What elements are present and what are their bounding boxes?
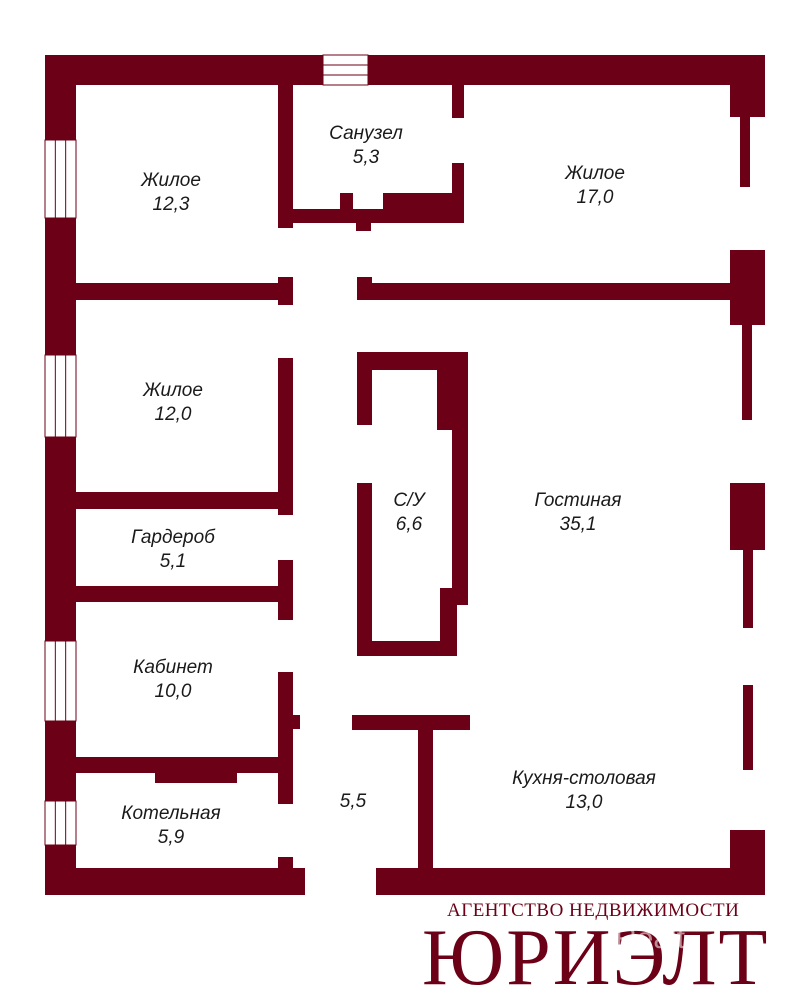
wall-segment [278,358,293,515]
window [44,640,77,722]
agency-logo-text: ЮРИЭЛТ [422,914,770,1002]
room-label-living-2: Жилое 17,0 [565,162,625,210]
wall-segment [452,400,468,605]
room-name: Жилое [141,170,201,191]
wall-segment [452,85,464,118]
wall-segment [45,55,323,85]
wall-segment [278,85,293,228]
room-name: Жилое [565,163,625,184]
windows [44,54,369,846]
room-label-study: Кабинет 10,0 [133,656,213,704]
room-name: Кухня-столовая [512,768,656,789]
room-name: Котельная [121,803,221,824]
wall-segment [742,325,752,420]
wall-segment [155,773,237,783]
room-name: Гостиная [534,490,622,511]
wall-segment [740,117,750,187]
wall-segment [76,492,293,509]
window [44,354,77,438]
wall-segment [730,250,765,325]
room-area: 5,5 [339,791,367,812]
room-label-hall: 5,5 [340,790,366,814]
wall-segment [376,868,765,895]
room-label-living-1: Жилое 12,3 [141,169,201,217]
room-area: 12,0 [154,404,192,425]
room-name: Жилое [143,380,203,401]
wall-segment [356,209,371,231]
wall-segment [440,588,457,656]
room-label-kitchen-dining: Кухня-столовая 13,0 [512,767,656,815]
room-area: 6,6 [395,514,423,535]
room-label-living-3: Жилое 12,0 [143,379,203,427]
wall-segment [730,483,765,550]
wall-segment [278,277,293,305]
room-label-living-room: Гостиная 35,1 [535,489,622,537]
window [44,139,77,219]
walls [45,55,765,895]
room-label-bathroom-2: С/У 6,6 [393,489,424,537]
room-area: 5,9 [157,827,185,848]
room-area: 35,1 [559,514,597,535]
window [44,800,77,846]
wall-segment [76,283,283,300]
window [322,54,369,86]
wall-segment [357,352,372,425]
room-area: 5,1 [159,551,187,572]
wall-segment [743,685,753,770]
room-area: 10,0 [154,681,192,702]
wall-segment [357,641,457,656]
room-name: Санузел [329,123,403,144]
wall-segment [368,55,765,85]
room-area: 5,3 [352,147,380,168]
wall-segment [76,586,293,602]
wall-segment [352,715,470,730]
wall-segment [730,830,765,895]
wall-segment [730,55,765,117]
wall-segment [278,672,293,804]
wall-segment [340,193,353,223]
room-area: 12,3 [152,194,190,215]
wall-segment [278,857,293,868]
wall-segment [743,550,753,628]
wall-segment [357,352,468,370]
wall-segment [45,868,305,895]
wall-segment [293,715,300,729]
wall-segment [372,283,730,300]
room-label-bathroom-1: Санузел 5,3 [329,122,403,170]
wall-segment [418,715,433,868]
room-label-wardrobe: Гардероб 5,1 [131,526,215,574]
room-name: Кабинет [133,657,213,678]
room-name: С/У [393,490,425,511]
room-name: Гардероб [131,527,215,548]
wall-segment [357,277,372,300]
room-label-boiler-room: Котельная 5,9 [121,802,220,850]
room-area: 17,0 [576,187,614,208]
wall-segment [357,483,372,656]
room-area: 13,0 [565,792,603,813]
wall-segment [76,757,293,773]
agency-tagline: АГЕНТСТВО НЕДВИЖИМОСТИ [447,900,740,921]
wall-segment [383,193,464,223]
watermark: Realt [615,922,686,955]
